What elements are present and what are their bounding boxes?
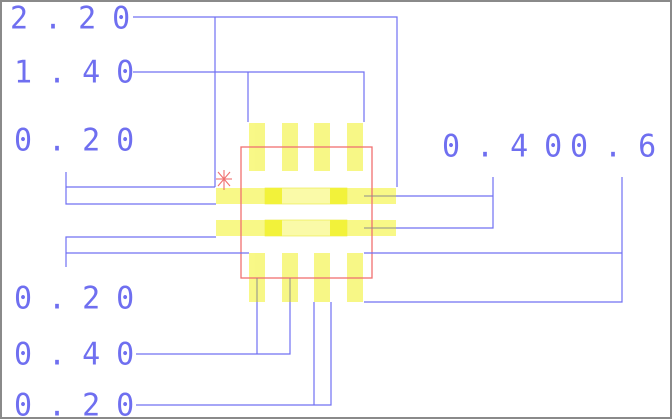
pin-centerlines xyxy=(256,195,396,302)
dimension-label-1-40: 1.40 xyxy=(14,54,151,91)
dimension-label-0-20-bottom: 0.20 xyxy=(14,387,151,419)
dimension-label-0-40-bottom: 0.40 xyxy=(14,336,151,373)
dimension-label-0-40-right: 0.40 xyxy=(442,128,579,165)
dimension-label-0-20-lower: 0.20 xyxy=(14,280,151,317)
dimension-lines xyxy=(65,16,623,406)
dimension-label-2-20: 2.20 xyxy=(10,0,147,37)
origin-marker-icon xyxy=(216,170,232,190)
side-pads xyxy=(216,187,396,237)
dimension-label-0-20-upper: 0.20 xyxy=(14,122,151,159)
body-outline xyxy=(240,146,373,279)
dimension-label-0-60-right: 0.60 xyxy=(570,128,672,165)
